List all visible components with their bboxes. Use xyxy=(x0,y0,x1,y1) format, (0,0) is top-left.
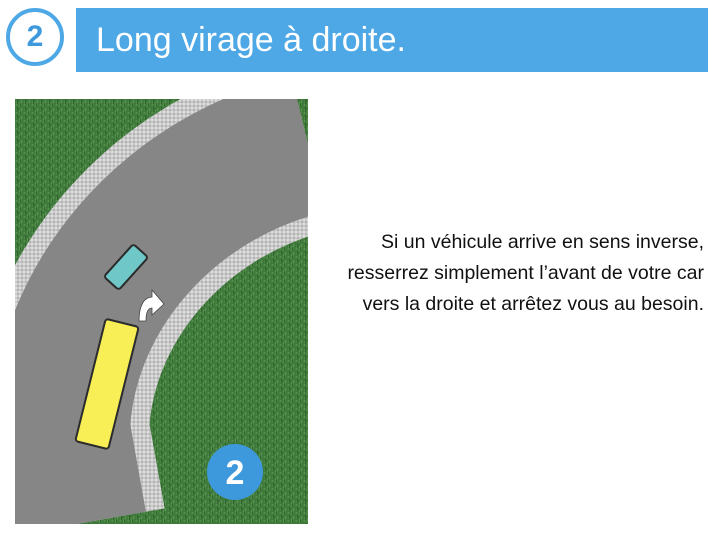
bus xyxy=(74,318,140,450)
illustration-badge-number: 2 xyxy=(226,454,245,492)
illustration-badge xyxy=(207,444,263,500)
turn-right-arrow-icon xyxy=(138,288,165,322)
slide-title: Long virage à droite. xyxy=(96,20,406,59)
oncoming-car xyxy=(104,244,148,290)
step-number: 2 xyxy=(26,20,44,53)
road-diagram: 2 xyxy=(15,99,308,524)
step-number-badge: 2 xyxy=(6,8,64,66)
road-illustration: 2 xyxy=(15,99,308,524)
instruction-text: Si un véhicule arrive en sens inverse, r… xyxy=(347,231,704,315)
title-bar: Long virage à droite. xyxy=(76,8,708,72)
